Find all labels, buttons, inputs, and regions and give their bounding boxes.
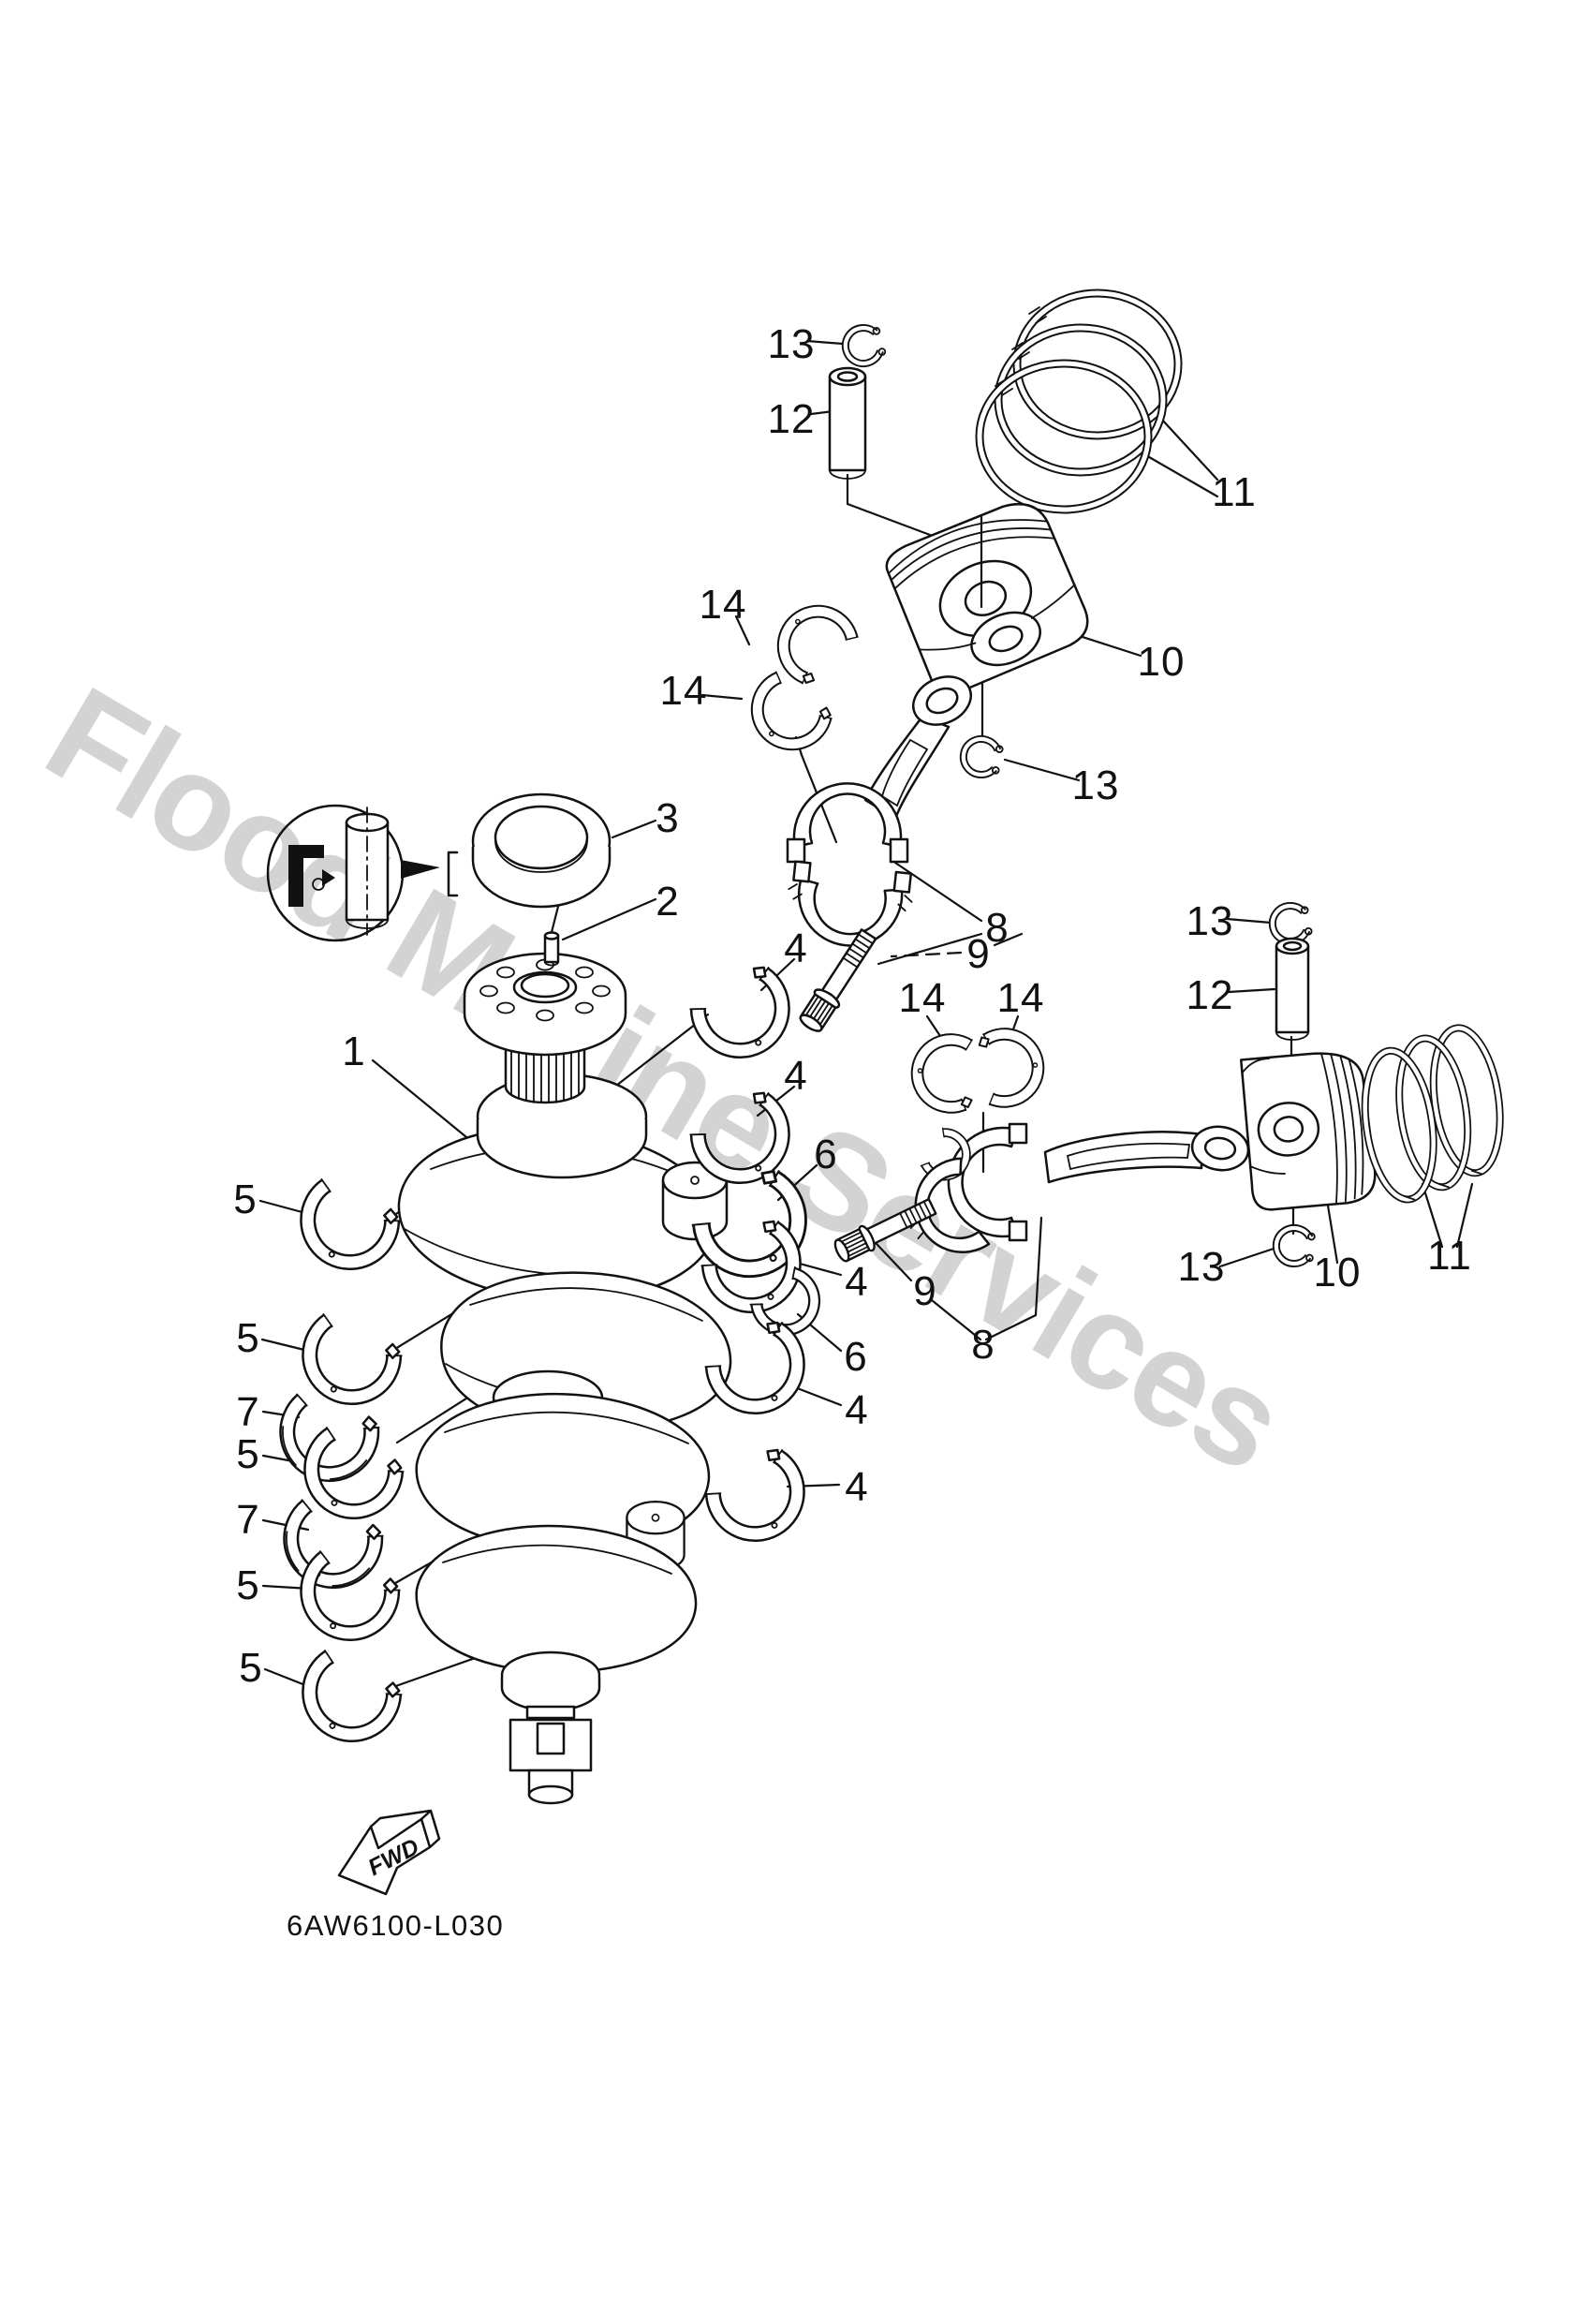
callout-7-thrust-1: 7	[236, 1389, 259, 1435]
crank-tail	[500, 1650, 601, 1805]
detail-bracket	[447, 851, 459, 897]
callout-6-shell-2: 6	[844, 1334, 867, 1380]
thrust-ring	[471, 792, 612, 909]
callout-4-shell-4: 4	[845, 1387, 868, 1433]
callout-9-rod2-bolt: 9	[913, 1268, 936, 1314]
callout-11-rings-upper: 11	[1212, 469, 1257, 515]
oil-seal-glyph	[288, 845, 324, 907]
seal-detail-inset	[266, 804, 459, 942]
dowel-pin	[543, 931, 560, 967]
piston-pin-upper	[828, 366, 867, 480]
callout-9-rod1-bolt: 9	[966, 931, 990, 977]
callout-14-rod2-a: 14	[899, 975, 947, 1021]
rod-bearing-shell	[768, 596, 861, 687]
callout-12-pin-right: 12	[1186, 972, 1234, 1018]
rod-bearing-shell	[914, 1035, 977, 1111]
circlip	[842, 323, 888, 367]
main-bearing-shell	[292, 1546, 403, 1648]
callout-5-main-1: 5	[233, 1177, 257, 1222]
callout-13-pin-clip-upper: 13	[768, 321, 816, 367]
callout-8-rod1: 8	[985, 905, 1009, 951]
callout-3-thrust-ring: 3	[656, 795, 679, 841]
callout-5-main-3: 5	[236, 1431, 259, 1477]
callout-4-shell-5: 4	[845, 1464, 868, 1510]
diagram-code: 6AW6100-L030	[287, 1909, 504, 1942]
callout-12-pin-upper: 12	[768, 396, 816, 442]
callout-14-rod2-b: 14	[997, 975, 1045, 1021]
rod-bearing-shell	[979, 1029, 1041, 1105]
piston-right	[1240, 1052, 1377, 1211]
connecting-rod-upper	[786, 675, 1004, 1037]
callout-4-shell-1: 4	[784, 925, 807, 971]
crank-lobe	[415, 1524, 698, 1674]
detail-arrow	[401, 860, 440, 879]
callout-10-piston-upper: 10	[1138, 639, 1186, 685]
piston-pin-right	[1275, 937, 1310, 1041]
main-bearing-shell	[292, 1645, 405, 1751]
callout-4-shell-3: 4	[845, 1259, 868, 1305]
callout-5-main-2: 5	[236, 1315, 259, 1361]
callout-7-thrust-2: 7	[236, 1497, 259, 1543]
rod-bearing-shell	[742, 668, 834, 759]
piston-upper	[885, 502, 1089, 694]
main-bearing-shell	[291, 1174, 403, 1278]
connecting-rod-right	[830, 1122, 1250, 1266]
piston-rings-upper	[975, 289, 1183, 514]
callout-5-main-4: 5	[236, 1562, 259, 1608]
callout-13-pin-clip-right: 13	[1186, 898, 1234, 944]
callout-11-rings-right: 11	[1427, 1233, 1472, 1279]
piston-rings-right	[1361, 1024, 1504, 1204]
callout-5-main-5: 5	[239, 1645, 262, 1691]
main-bearing-shell	[293, 1309, 405, 1413]
fwd-arrow: FWD	[337, 1809, 441, 1896]
callouts: 13 12 11 10 14 14 13 3 2 8 9 1 4 4 6 4 6…	[233, 321, 1472, 1691]
callout-14-shell-a: 14	[700, 582, 747, 628]
seal-pin-section	[345, 807, 390, 936]
crank-flange	[463, 952, 627, 1057]
callout-13-rod1-clip: 13	[1072, 762, 1120, 808]
rod-cap	[788, 860, 913, 947]
callout-2-dowel-pin: 2	[656, 879, 679, 925]
callout-14-shell-b: 14	[660, 668, 708, 714]
main-bearing-shell	[702, 1444, 815, 1550]
crankshaft	[397, 952, 732, 1805]
circlip	[961, 736, 1004, 777]
callout-1-crankshaft: 1	[342, 1029, 365, 1074]
rod-big-end	[786, 782, 909, 864]
callout-13-clip-right-lower: 13	[1178, 1244, 1226, 1290]
circlip	[1275, 1226, 1315, 1265]
callout-4-shell-2: 4	[784, 1053, 807, 1099]
callout-10-piston-right: 10	[1314, 1250, 1362, 1295]
callout-6-shell-1: 6	[814, 1132, 837, 1177]
callout-8-rod2: 8	[971, 1322, 995, 1368]
